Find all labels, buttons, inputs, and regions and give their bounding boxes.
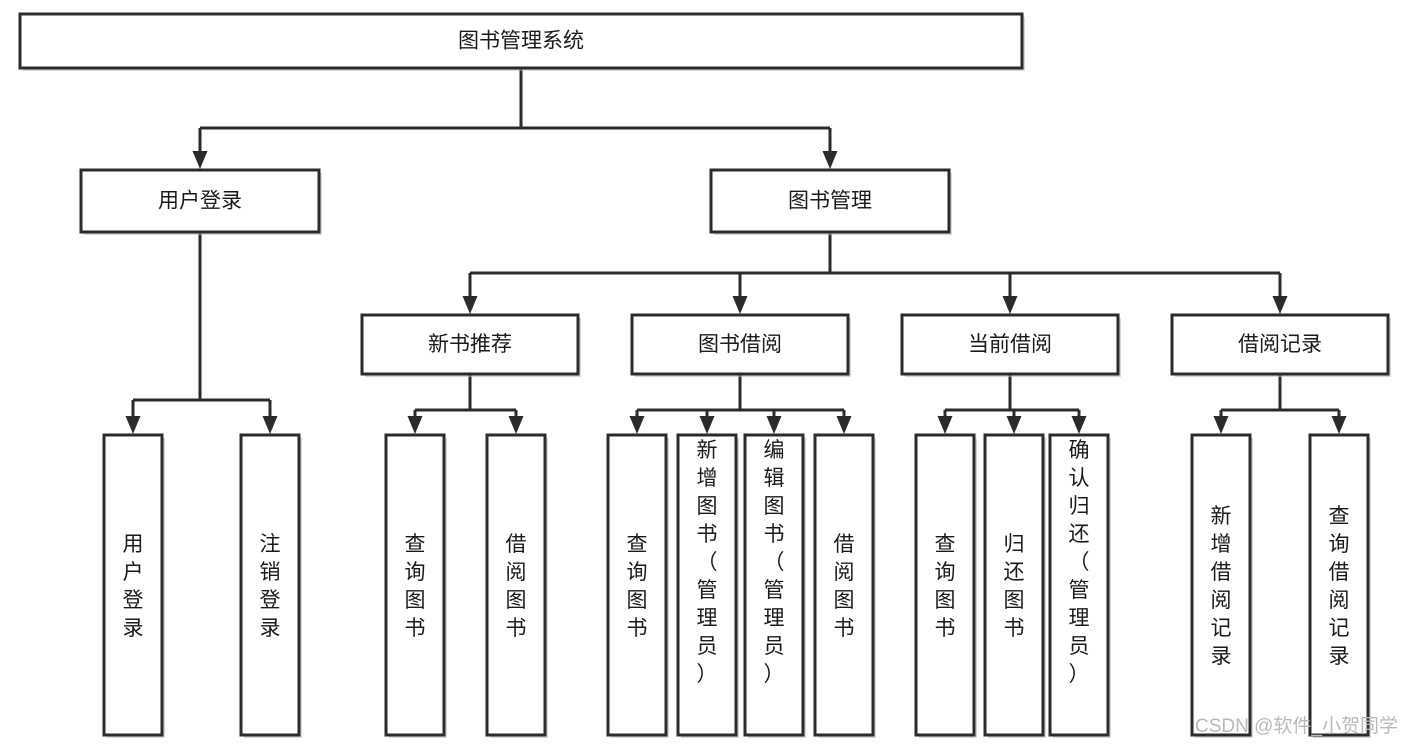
level2-node[interactable]: 用户登录	[79, 168, 322, 235]
leaf-box[interactable]	[1308, 433, 1370, 737]
leaf-label: 借阅图书	[834, 533, 855, 640]
leaf-box[interactable]	[1190, 433, 1252, 737]
level3-label: 新书推荐	[428, 333, 512, 356]
leaf-box[interactable]	[983, 433, 1045, 737]
level2-label: 用户登录	[158, 190, 242, 213]
leaf-node[interactable]: 借阅图书	[485, 433, 548, 738]
level3-label: 图书借阅	[698, 333, 782, 356]
leaf-box[interactable]	[606, 433, 668, 737]
level3-label: 借阅记录	[1238, 333, 1322, 356]
leaf-box[interactable]	[743, 433, 805, 737]
leaf-box[interactable]	[676, 433, 738, 737]
leaf-box[interactable]	[813, 433, 875, 737]
level2-box[interactable]	[709, 168, 951, 234]
arrow-head-icon	[508, 416, 524, 434]
arrow-head-icon	[262, 416, 278, 434]
leaf-label: 查询图书	[405, 533, 426, 640]
leaf-label: 编辑图书（管理员）	[764, 439, 785, 686]
level3-node[interactable]: 新书推荐	[360, 313, 581, 377]
arrow-head-icon	[1272, 296, 1288, 314]
connector-user-login-to-leaves	[131, 232, 272, 419]
leaf-label: 确认归还（管理员）	[1069, 439, 1090, 686]
level3-box[interactable]	[1170, 313, 1390, 376]
arrow-head-icon	[1071, 416, 1087, 434]
leaf-label: 查询借阅记录	[1329, 505, 1350, 668]
leaf-node[interactable]: 查询图书	[914, 433, 977, 738]
leaf-node[interactable]: 借阅图书	[813, 433, 876, 738]
arrow-head-icon	[937, 416, 953, 434]
connector-layer	[125, 68, 1347, 434]
arrow-head-icon	[699, 416, 715, 434]
connector-new-book-to-leaves	[413, 374, 518, 419]
arrow-head-icon	[836, 416, 852, 434]
level3-node[interactable]: 借阅记录	[1170, 313, 1391, 377]
leaf-node[interactable]: 用户登录	[102, 433, 165, 738]
leaf-label: 借阅图书	[506, 533, 527, 640]
arrow-head-icon	[1002, 296, 1018, 314]
connector-root-to-level2	[198, 68, 832, 154]
node-layer: 图书管理系统用户登录图书管理新书推荐图书借阅当前借阅借阅记录用户登录注销登录查询…	[18, 12, 1391, 738]
level3-box[interactable]	[900, 313, 1120, 376]
arrow-head-icon	[629, 416, 645, 434]
leaf-box[interactable]	[485, 433, 547, 737]
level3-node[interactable]: 当前借阅	[900, 313, 1121, 377]
connector-borrow-record-to-leaves	[1219, 374, 1341, 419]
leaf-label: 归还图书	[1004, 533, 1025, 640]
level3-node[interactable]: 图书借阅	[630, 313, 851, 377]
arrow-head-icon	[462, 296, 478, 314]
arrow-head-icon	[1213, 416, 1229, 434]
leaf-node[interactable]: 查询借阅记录	[1308, 433, 1371, 738]
csdn-watermark: CSDN @软件_小贺同学	[1195, 715, 1398, 737]
leaf-label: 新增借阅记录	[1211, 505, 1232, 668]
leaf-box[interactable]	[914, 433, 976, 737]
arrow-head-icon	[732, 296, 748, 314]
leaf-box[interactable]	[1048, 433, 1110, 737]
leaf-label: 新增图书（管理员）	[697, 439, 718, 686]
root-node[interactable]: 图书管理系统	[18, 12, 1025, 71]
leaf-box[interactable]	[384, 433, 446, 737]
leaf-node[interactable]: 查询图书	[384, 433, 447, 738]
level3-label: 当前借阅	[968, 333, 1052, 356]
leaf-node[interactable]: 确认归还（管理员）	[1048, 433, 1111, 738]
arrow-head-icon	[766, 416, 782, 434]
level2-box[interactable]	[79, 168, 321, 234]
leaf-label: 用户登录	[123, 533, 144, 640]
arrow-head-icon	[125, 416, 141, 434]
connector-borrow-to-leaves	[635, 374, 846, 419]
leaf-node[interactable]: 新增图书（管理员）	[676, 433, 739, 738]
leaf-label: 注销登录	[260, 533, 281, 640]
level3-box[interactable]	[360, 313, 580, 376]
level2-node[interactable]: 图书管理	[709, 168, 952, 235]
connector-current-borrow-to-leaves	[943, 374, 1081, 419]
leaf-node[interactable]: 新增借阅记录	[1190, 433, 1253, 738]
leaf-box[interactable]	[239, 433, 301, 737]
leaf-box[interactable]	[102, 433, 164, 737]
leaf-node[interactable]: 编辑图书（管理员）	[743, 433, 806, 738]
arrow-head-icon	[822, 151, 838, 169]
arrow-head-icon	[407, 416, 423, 434]
leaf-node[interactable]: 查询图书	[606, 433, 669, 738]
arrow-head-icon	[192, 151, 208, 169]
level3-box[interactable]	[630, 313, 850, 376]
leaf-label: 查询图书	[935, 533, 956, 640]
connector-book-manage-to-level3	[468, 232, 1282, 299]
leaf-node[interactable]: 注销登录	[239, 433, 302, 738]
arrow-head-icon	[1331, 416, 1347, 434]
level2-label: 图书管理	[788, 190, 872, 213]
root-box[interactable]	[18, 12, 1024, 70]
arrow-head-icon	[1006, 416, 1022, 434]
root-label: 图书管理系统	[458, 30, 584, 53]
leaf-node[interactable]: 归还图书	[983, 433, 1046, 738]
leaf-label: 查询图书	[627, 533, 648, 640]
